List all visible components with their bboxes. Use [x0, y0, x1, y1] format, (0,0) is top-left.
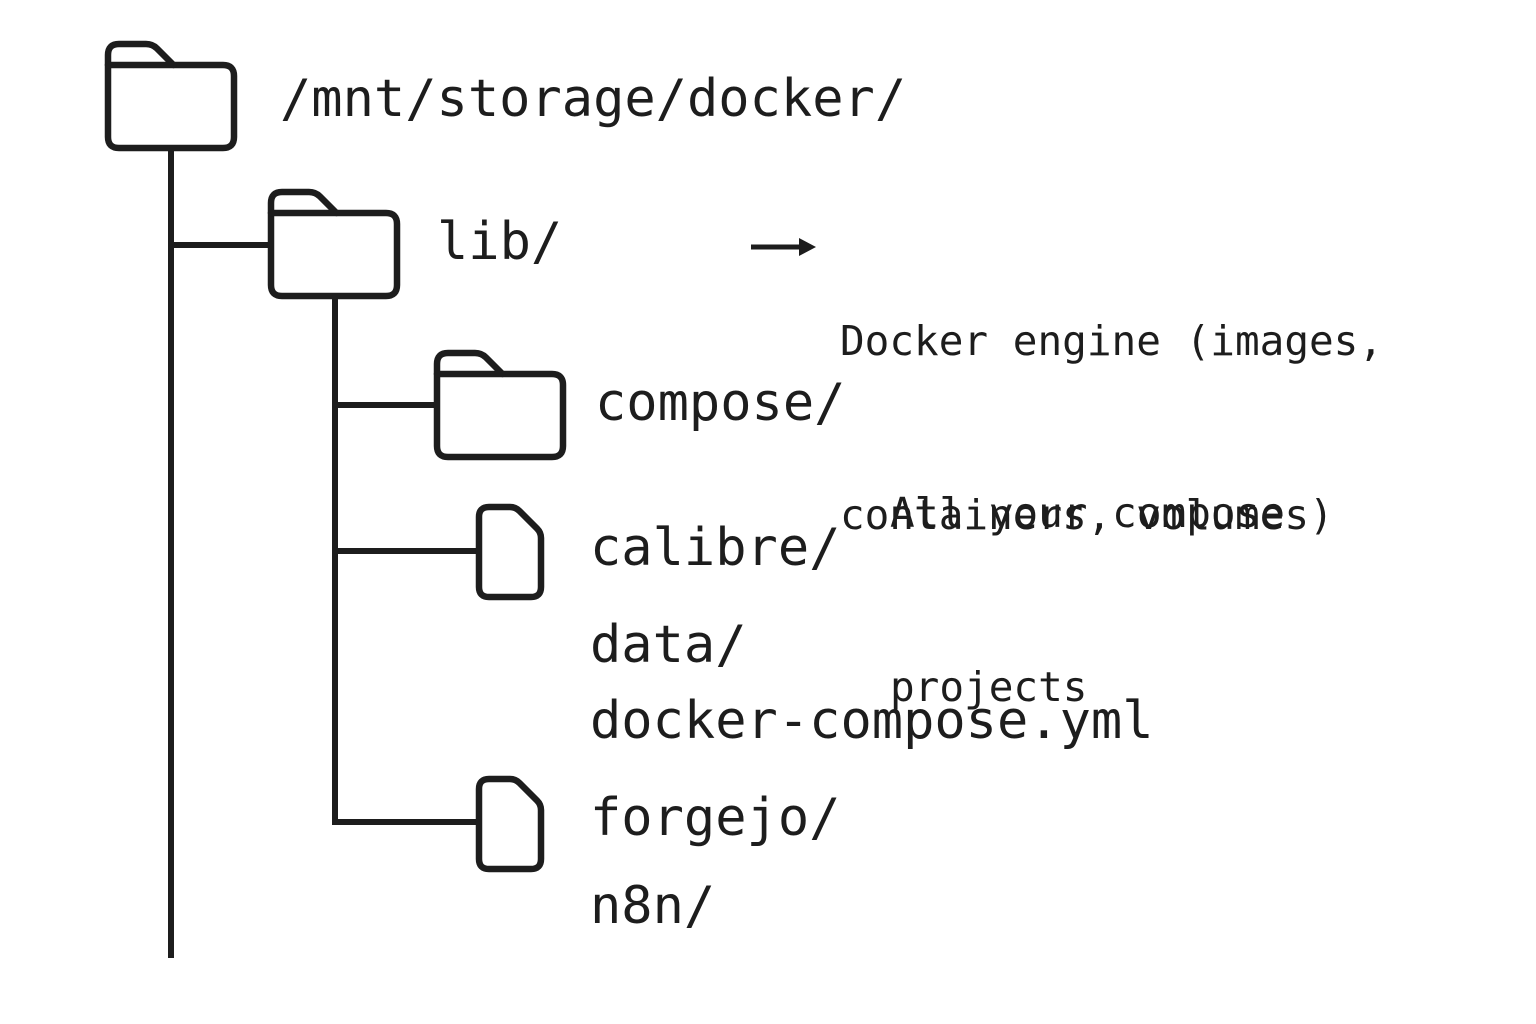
connector-branch-calibre: [332, 548, 478, 554]
node-label-docker-compose-yml: docker-compose.yml: [590, 691, 1154, 751]
compose-annotation-line2: projects: [890, 663, 1088, 711]
compose-annotation-line1: All your compose: [890, 489, 1285, 537]
connector-branch-forgejo: [332, 819, 478, 825]
file-icon: [475, 775, 545, 873]
lib-annotation: Docker engine (images, containers, volum…: [840, 196, 1383, 660]
node-label-lib: lib/: [437, 212, 563, 272]
connector-branch-compose: [332, 402, 436, 408]
node-label-compose: compose/: [595, 373, 846, 433]
folder-icon: [433, 349, 567, 461]
node-label-data: data/: [590, 615, 747, 675]
node-label-forgejo: forgejo/: [590, 788, 841, 848]
connector-lib-vertical: [332, 298, 338, 825]
node-label-n8n: n8n/: [590, 876, 716, 936]
file-icon: [475, 503, 545, 601]
compose-annotation: All your compose projects: [890, 368, 1285, 832]
lib-annotation-line2: containers, volumes): [840, 491, 1334, 539]
folder-icon: [267, 188, 401, 300]
connector-root-vertical: [168, 148, 174, 958]
root-path-label: /mnt/storage/docker/: [280, 69, 907, 129]
lib-annotation-line1: Docker engine (images,: [840, 317, 1384, 365]
folder-icon: [104, 40, 238, 152]
connector-branch-lib: [168, 242, 270, 248]
arrow-right-icon: [750, 234, 818, 260]
node-label-calibre: calibre/: [590, 518, 841, 578]
